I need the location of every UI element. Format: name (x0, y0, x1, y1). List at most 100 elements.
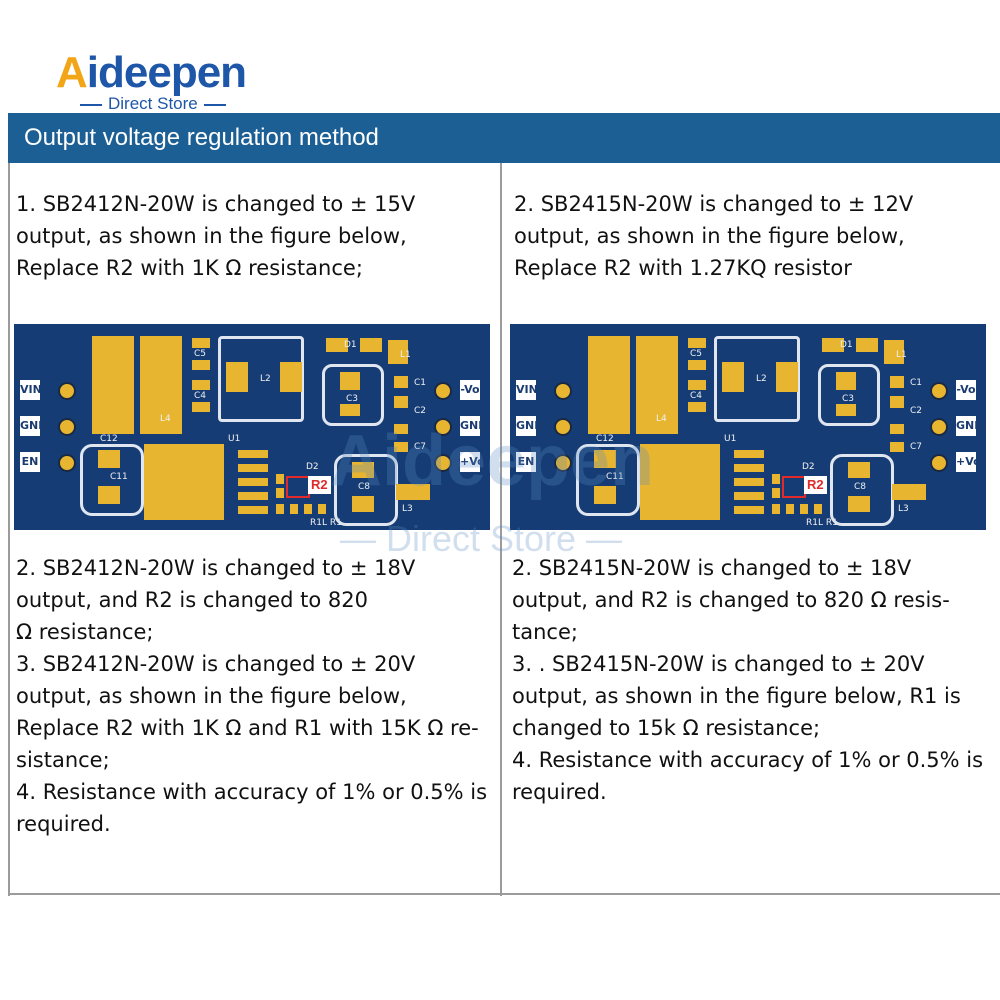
silk-label: C3 (346, 394, 359, 404)
inductor-pad (280, 362, 302, 392)
ic-pin (734, 450, 764, 458)
text-line: output, as shown in the figure below, (16, 684, 407, 708)
resistor-pad (276, 504, 284, 514)
r2-highlight-label: R2 (308, 476, 331, 494)
logo-rest: ideepen (86, 48, 247, 97)
silk-label: C3 (842, 394, 855, 404)
silk-label: R1L R1 (310, 518, 342, 528)
text-line: 2. SB2412N-20W is changed to ± 18V (16, 556, 416, 580)
r2-highlight-box (782, 476, 806, 498)
output-label-neg: -Vo (460, 380, 480, 400)
silk-label: C12 (100, 434, 118, 444)
smd-pad (890, 376, 904, 388)
input-label-en: EN (516, 452, 536, 472)
silk-label: C5 (194, 349, 207, 359)
silk-label: D2 (306, 462, 319, 472)
smd-pad (192, 338, 210, 348)
diode-pad (822, 338, 844, 352)
silk-label: R1L R1 (806, 518, 838, 528)
text-line: output, and R2 is changed to 820 Ω resis… (512, 588, 950, 612)
input-label-gnd: GND (516, 416, 543, 436)
ic-pin (734, 478, 764, 486)
silk-label: L2 (260, 374, 271, 384)
text-line: output, as shown in the figure below, (514, 224, 905, 248)
capacitor-pad (848, 462, 870, 478)
silk-label: U1 (724, 434, 737, 444)
text-line: required. (16, 812, 111, 836)
resistor-pad (772, 474, 780, 484)
brand-logo: Aideepen Direct Store (52, 48, 292, 118)
text-line: 1. SB2412N-20W is changed to ± 15V (16, 192, 416, 216)
right-top-text: 2. SB2415N-20W is changed to ± 12V outpu… (514, 188, 994, 284)
input-pin (58, 418, 76, 436)
ic-pin (734, 464, 764, 472)
diode-pad (326, 338, 348, 352)
capacitor-pad (594, 450, 616, 468)
smd-pad (394, 376, 408, 388)
resistor-pad (304, 504, 312, 514)
silk-label: C4 (194, 391, 207, 401)
silk-label: C7 (414, 442, 427, 452)
text-line: Replace R2 with 1K Ω and R1 with 15K Ω r… (16, 716, 479, 740)
text-line: 3. SB2412N-20W is changed to ± 20V (16, 652, 416, 676)
smd-pad (394, 396, 408, 408)
inductor-pad (92, 336, 134, 434)
logo-subtitle: Direct Store (74, 95, 232, 113)
bottom-border (8, 893, 1000, 895)
input-label-en: EN (20, 452, 40, 472)
silk-label: D2 (802, 462, 815, 472)
capacitor-pad (848, 496, 870, 512)
text-line: tance; (512, 620, 578, 644)
output-pin (434, 418, 452, 436)
text-line: required. (512, 780, 607, 804)
capacitor-outline (322, 364, 384, 426)
output-label-neg: -Vo (956, 380, 976, 400)
silk-label: C2 (910, 406, 923, 416)
text-line: output, as shown in the figure below, (16, 224, 407, 248)
inductor-pad (588, 336, 630, 434)
capacitor-outline (80, 444, 144, 516)
input-pin (58, 454, 76, 472)
inductor-pad (776, 362, 798, 392)
resistor-pad (800, 504, 808, 514)
diode-pad (360, 338, 382, 352)
text-line: 4. Resistance with accuracy of 1% or 0.5… (16, 780, 488, 804)
pcb-board-right: L4 C5 C4 L2 D1 L1 C3 C1 C2 C7 -Vo GND +V… (510, 324, 986, 530)
output-label-gnd: GND (460, 416, 487, 436)
text-line: sistance; (16, 748, 110, 772)
silk-label: C1 (910, 378, 923, 388)
silk-label: C11 (110, 472, 128, 482)
inductor-outline (714, 336, 800, 422)
silk-label: C11 (606, 472, 624, 482)
capacitor-pad (352, 496, 374, 512)
smd-pad (192, 402, 210, 412)
silk-label: L1 (400, 350, 411, 360)
smd-pad (688, 338, 706, 348)
smd-pad (394, 424, 408, 434)
input-label-gnd: GND (20, 416, 47, 436)
inductor-pad (892, 484, 926, 500)
column-divider (500, 163, 502, 896)
smd-pad (192, 360, 210, 370)
silk-label: C12 (596, 434, 614, 444)
input-label-vin: VIN (20, 380, 42, 400)
resistor-pad (318, 504, 326, 514)
capacitor-outline (576, 444, 640, 516)
silk-label: C1 (414, 378, 427, 388)
silk-label: C8 (358, 482, 371, 492)
ic-chip (144, 444, 224, 520)
silk-label: L4 (160, 414, 171, 424)
left-bottom-text: 2. SB2412N-20W is changed to ± 18V outpu… (16, 552, 496, 840)
smd-pad (192, 380, 210, 390)
capacitor-pad (98, 450, 120, 468)
silk-label: L1 (896, 350, 907, 360)
right-bottom-text: 2. SB2415N-20W is changed to ± 18V outpu… (512, 552, 992, 808)
silk-label: C5 (690, 349, 703, 359)
resistor-pad (814, 504, 822, 514)
smd-pad (890, 396, 904, 408)
section-title: Output voltage regulation method (24, 124, 379, 151)
text-line: 2. SB2415N-20W is changed to ± 12V (514, 192, 914, 216)
smd-pad (890, 442, 904, 452)
output-pin (434, 382, 452, 400)
r2-highlight-label: R2 (804, 476, 827, 494)
